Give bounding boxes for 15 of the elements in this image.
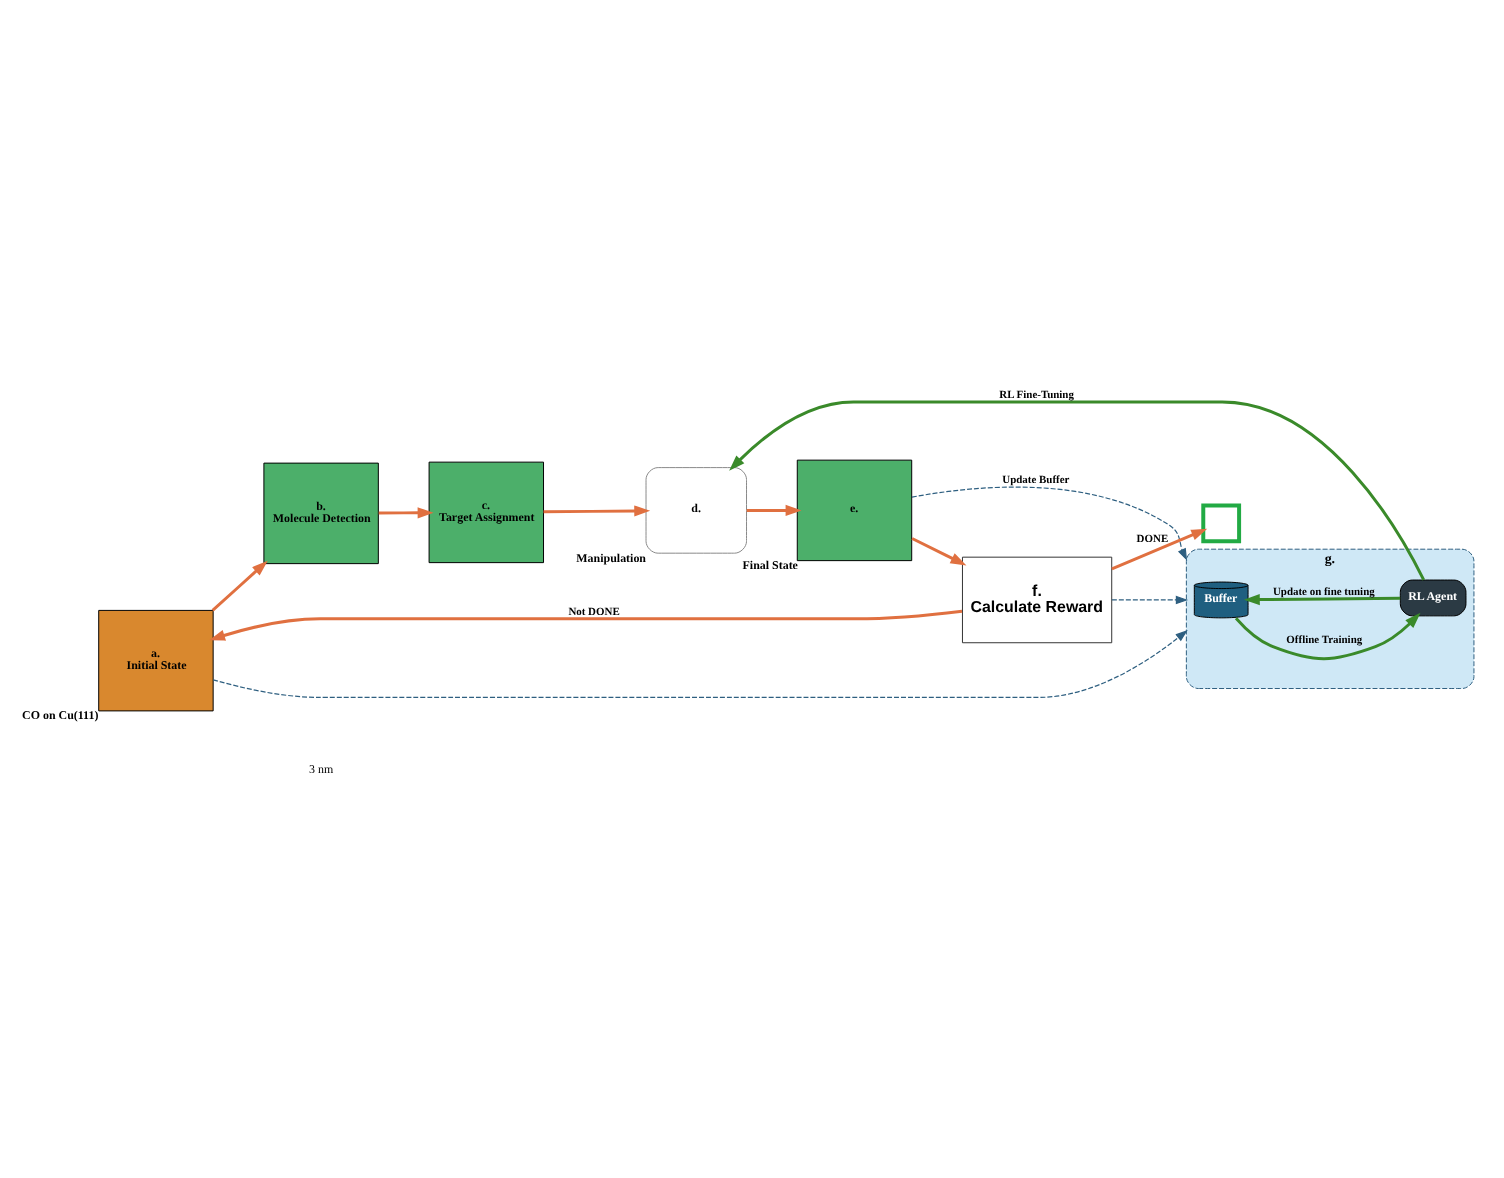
arrow [1111, 528, 1208, 571]
arrow [911, 486, 1188, 561]
arrow [746, 504, 802, 516]
arrow [911, 537, 967, 566]
arrow [729, 400, 1426, 581]
arrow [1243, 594, 1401, 606]
arrow [211, 560, 268, 612]
node-box [1201, 503, 1242, 544]
node-box: f. Calculate Reward [961, 556, 1113, 644]
arrow [543, 505, 651, 517]
arrow [1111, 595, 1189, 605]
arrow [212, 630, 1188, 699]
arrow [209, 609, 963, 641]
arrow [1234, 612, 1421, 661]
arrow [378, 507, 434, 519]
